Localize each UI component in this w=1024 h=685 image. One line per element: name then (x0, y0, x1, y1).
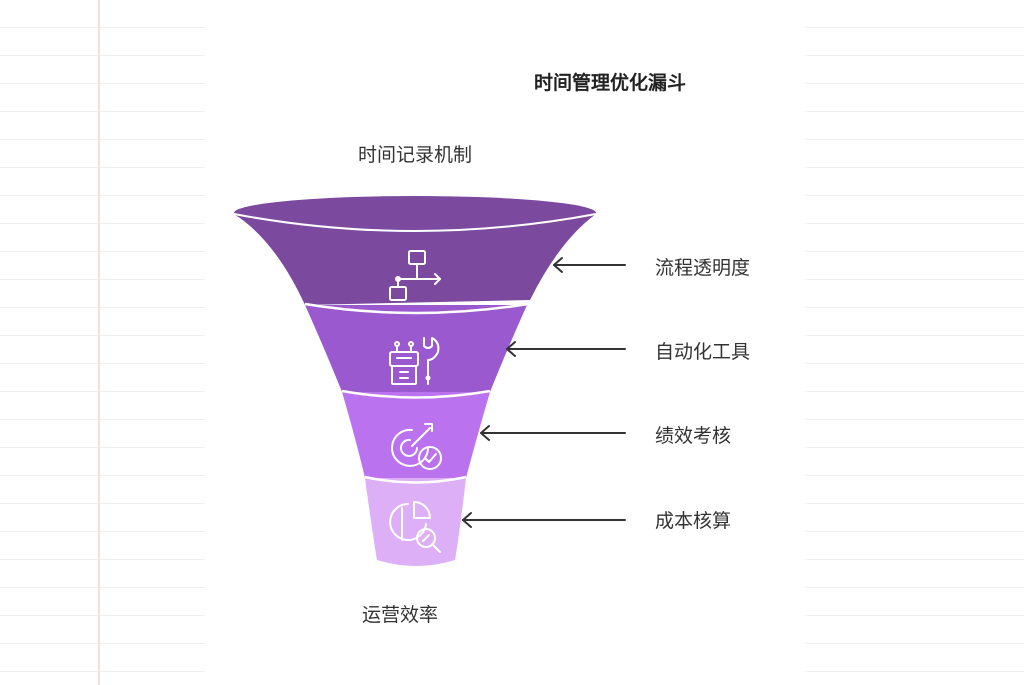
stage-label-performance-review: 绩效考核 (655, 425, 732, 447)
robot-wrench-icon (389, 337, 440, 385)
funnel-stage-4 (365, 478, 466, 566)
funnel-bottom-label: 运营效率 (361, 604, 438, 626)
stage-label-cost-accounting: 成本核算 (655, 510, 732, 532)
flowchart-icon (389, 250, 441, 301)
stage-divider (341, 389, 491, 399)
arrow (462, 512, 626, 528)
funnel-stage-2 (305, 305, 527, 392)
arrow (553, 257, 626, 273)
target-check-icon (391, 423, 442, 470)
funnel-stage-3 (342, 392, 490, 478)
margin-line (98, 0, 100, 685)
funnel-top-label: 时间记录机制 (357, 144, 472, 166)
diagram-title: 时间管理优化漏斗 (533, 72, 686, 94)
arrow (480, 425, 626, 441)
arrow (506, 341, 626, 357)
funnel-rim-edge (233, 213, 597, 232)
funnel-rim (234, 196, 596, 230)
stage-label-process-transparency: 流程透明度 (655, 257, 751, 279)
stage-label-automation-tools: 自动化工具 (655, 341, 751, 363)
stage-divider (364, 475, 467, 484)
stage-divider (304, 302, 529, 315)
pie-magnifier-icon (389, 501, 441, 553)
funnel-stage-1 (234, 214, 596, 305)
